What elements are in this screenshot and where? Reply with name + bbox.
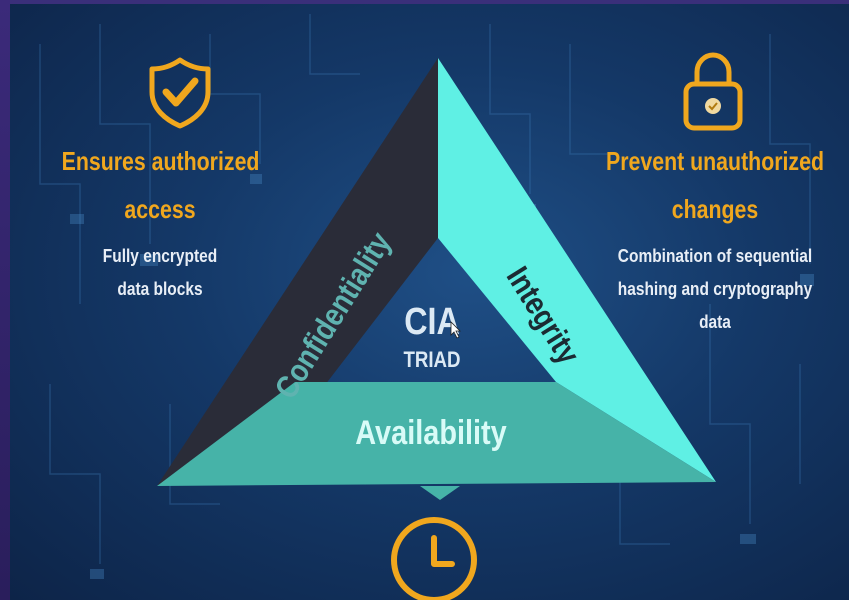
integrity-heading-line2: changes: [671, 194, 759, 224]
availability-segment: [157, 382, 716, 486]
mouse-cursor-icon: [450, 321, 461, 339]
shield-check-icon: [149, 57, 211, 129]
integrity-segment: [438, 58, 716, 482]
confidentiality-heading-line1: Ensures authorized: [61, 146, 260, 176]
integrity-heading-line1: Prevent unauthorized: [606, 146, 824, 176]
slide: Confidentiality Integrity Availability C…: [10, 4, 849, 600]
cia-triad-diagram: Confidentiality Integrity Availability C…: [157, 58, 716, 500]
confidentiality-segment: [157, 58, 438, 486]
confidentiality-desc-line2: data blocks: [117, 279, 203, 299]
window-frame-top: [0, 0, 849, 4]
availability-pointer: [420, 486, 460, 500]
integrity-desc-line3: data: [699, 312, 731, 332]
triad-subtitle: TRIAD: [403, 349, 460, 373]
availability-label: Availability: [355, 413, 507, 452]
confidentiality-heading-line2: access: [124, 194, 196, 224]
integrity-desc-line2: hashing and cryptography: [617, 279, 813, 299]
padlock-icon: [683, 52, 743, 131]
circuit-background: [39, 14, 814, 579]
integrity-desc-line1: Combination of sequential: [617, 246, 813, 266]
window-frame-left: [0, 0, 10, 600]
clock-icon: [391, 517, 477, 600]
confidentiality-desc-line1: Fully encrypted: [102, 246, 218, 266]
cia-title: CIA: [404, 301, 460, 343]
